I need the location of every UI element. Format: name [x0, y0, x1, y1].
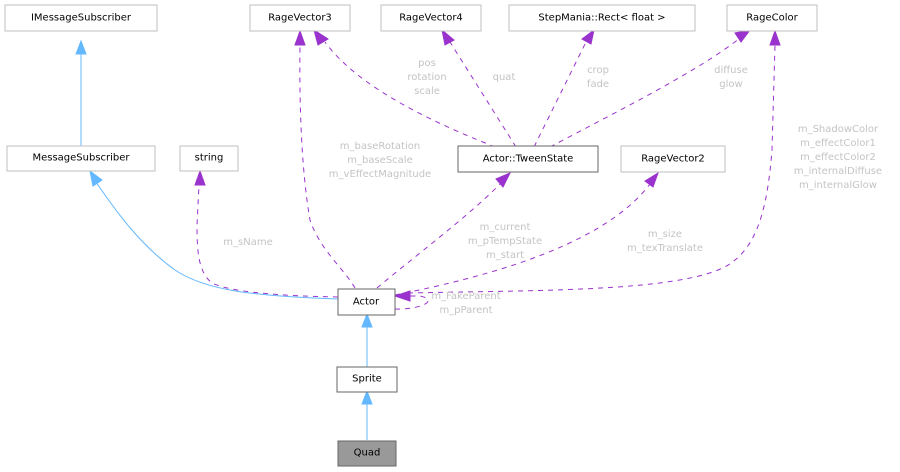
node-rect[interactable]: StepMania::Rect< float > — [508, 4, 696, 32]
edge-actor-to-ragevector2 — [394, 171, 659, 296]
label-tween-rect-fade: fade — [587, 79, 609, 90]
edge-tweenstate-to-ragevector3 — [313, 28, 496, 148]
label-tween-color-glow: glow — [719, 79, 742, 90]
edge-quad-to-sprite — [361, 389, 373, 440]
label-actor-color-internaldiffuse: m_internalDiffuse — [794, 166, 882, 177]
node-string[interactable]: string — [179, 145, 239, 172]
edge-actor-to-tweenstate — [376, 172, 512, 289]
label-actor-string-sname: m_sName — [223, 237, 272, 248]
node-ragevector3[interactable]: RageVector3 — [249, 4, 351, 32]
label-actor-tween-start: m_start — [486, 250, 524, 261]
node-quad[interactable]: Quad — [337, 440, 397, 467]
edge-actor-to-messagesubscriber — [89, 169, 339, 300]
edge-sprite-to-actor — [361, 312, 373, 367]
node-tweenstate[interactable]: Actor::TweenState — [457, 145, 599, 173]
label-actor-vector3-basescale: m_baseScale — [347, 155, 412, 166]
label-actor-color-effectcolor1: m_effectColor1 — [800, 138, 876, 149]
node-string-label: string — [195, 153, 224, 164]
edge-messagesubscriber-to-imessagesubscriber — [75, 39, 87, 146]
node-imessagesubscriber[interactable]: IMessageSubscriber — [4, 4, 158, 32]
label-actor-color-internalglow: m_internalGlow — [799, 180, 877, 191]
node-ragevector3-label: RageVector3 — [268, 13, 332, 24]
edge-actor-to-string — [194, 169, 339, 298]
node-messagesubscriber[interactable]: MessageSubscriber — [6, 145, 156, 172]
label-actor-tween-current: m_current — [480, 222, 531, 233]
node-ragevector2-label: RageVector2 — [641, 154, 705, 165]
node-rect-label: StepMania::Rect< float > — [538, 13, 665, 24]
label-actor-color-effectcolor2: m_effectColor2 — [800, 152, 876, 163]
node-actor-label: Actor — [353, 297, 380, 308]
node-actor[interactable]: Actor — [337, 288, 396, 316]
node-quad-label: Quad — [354, 448, 381, 459]
edge-actor-to-ragevector3 — [294, 29, 356, 289]
label-tween-vector4-quat: quat — [493, 72, 516, 83]
label-tween-vector3-pos: pos — [418, 58, 436, 69]
label-tween-vector3-scale: scale — [414, 86, 440, 97]
node-ragecolor[interactable]: RageColor — [726, 4, 818, 32]
edge-actor-self — [393, 290, 429, 310]
label-actor-vector2-textranslate: m_texTranslate — [627, 243, 703, 254]
edge-tweenstate-to-rect — [533, 28, 595, 148]
label-actor-self-fakeparent: m_FakeParent — [431, 291, 500, 302]
node-imessagesubscriber-label: IMessageSubscriber — [31, 13, 132, 24]
label-actor-vector3-veffectmagnitude: m_vEffectMagnitude — [329, 169, 431, 180]
node-ragevector2[interactable]: RageVector2 — [620, 145, 726, 173]
label-actor-vector2-size: m_size — [648, 229, 682, 240]
label-tween-rect-crop: crop — [587, 65, 609, 76]
node-ragevector4-label: RageVector4 — [399, 13, 463, 24]
label-actor-self-pparent: m_pParent — [439, 305, 492, 316]
node-tweenstate-label: Actor::TweenState — [483, 154, 574, 165]
label-actor-color-shadowcolor: m_ShadowColor — [798, 124, 879, 135]
node-ragecolor-label: RageColor — [746, 13, 798, 24]
label-actor-tween-ptempstate: m_pTempState — [468, 236, 542, 247]
edge-tweenstate-to-ragevector4 — [441, 28, 517, 148]
label-tween-vector3-rotation: rotation — [407, 72, 446, 83]
node-sprite-label: Sprite — [352, 374, 382, 385]
label-actor-vector3-baserotation: m_baseRotation — [340, 141, 420, 152]
node-messagesubscriber-label: MessageSubscriber — [32, 153, 130, 164]
label-tween-color-diffuse: diffuse — [714, 65, 748, 76]
node-ragevector4[interactable]: RageVector4 — [380, 4, 482, 32]
node-sprite[interactable]: Sprite — [336, 366, 398, 393]
edge-actor-to-ragecolor — [407, 29, 781, 294]
